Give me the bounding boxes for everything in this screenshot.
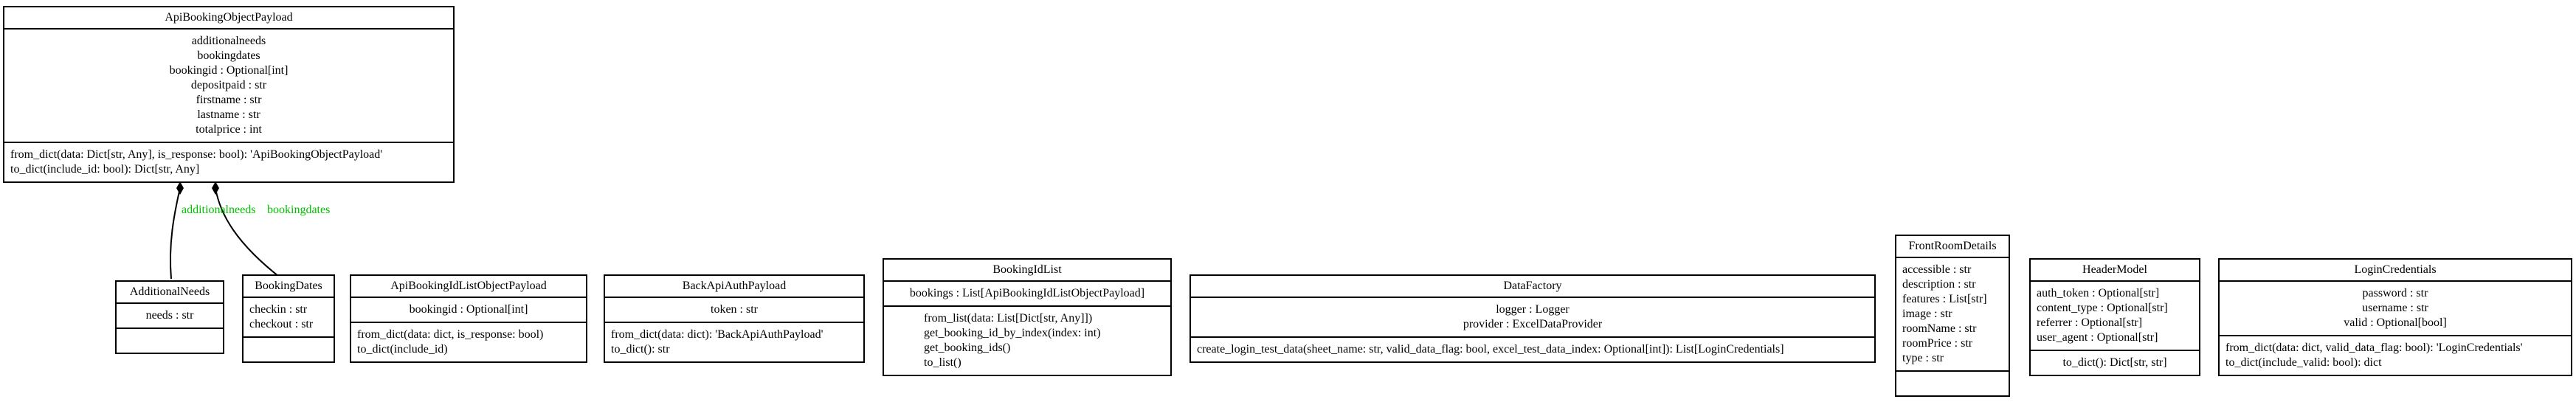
method: to_dict(include_id) (357, 343, 448, 356)
attribute: valid : Optional[bool] (2344, 316, 2447, 329)
class-methods (1896, 372, 2009, 395)
attribute: roomName : str (1902, 322, 1977, 335)
class-name: ApiBookingIdListObjectPayload (351, 276, 586, 298)
edge-label-bookingdates: bookingdates (267, 204, 331, 216)
method: to_list() (924, 356, 961, 369)
class-methods: from_list(data: List[Dict[str, Any]]) ge… (884, 307, 1170, 375)
method: to_dict(include_valid: bool): dict (2225, 356, 2382, 369)
attribute: needs : str (145, 309, 194, 322)
class-attributes: bookingid : Optional[int] (351, 298, 586, 323)
class-methods: to_dict(): Dict[str, str] (2031, 351, 2199, 375)
class-attributes: accessible : str description : str featu… (1896, 258, 2009, 372)
attribute: bookings : List[ApiBookingIdListObjectPa… (909, 287, 1145, 299)
composition-diamond-bookingdates (212, 181, 219, 195)
attribute: roomPrice : str (1902, 337, 1973, 350)
class-name: DataFactory (1191, 276, 1874, 298)
composition-line-bookingdates (215, 187, 283, 280)
class-name: BackApiAuthPayload (605, 276, 863, 298)
attribute: type : str (1902, 352, 1944, 364)
class-name: BookingIdList (884, 260, 1170, 282)
class-attributes: needs : str (117, 304, 223, 329)
attribute: auth_token : Optional[str] (2037, 287, 2160, 299)
class-methods: from_dict(data: Dict[str, Any], is_respo… (4, 143, 453, 181)
class-datafactory[interactable]: DataFactory logger : Logger provider : E… (1189, 274, 1876, 363)
attribute: checkin : str (249, 303, 308, 316)
attribute: referrer : Optional[str] (2037, 316, 2143, 329)
class-name: AdditionalNeeds (117, 282, 223, 304)
class-name: BookingDates (244, 276, 334, 298)
method: to_dict(): Dict[str, str] (2062, 356, 2167, 369)
attribute: firstname : str (196, 94, 262, 106)
method: from_dict(data: dict, valid_data_flag: b… (2225, 342, 2523, 354)
method: to_dict(): str (611, 343, 670, 356)
class-attributes: password : str username : str valid : Op… (2220, 282, 2571, 336)
class-attributes: auth_token : Optional[str] content_type … (2031, 282, 2199, 351)
method: create_login_test_data(sheet_name: str, … (1197, 343, 1784, 356)
attribute: logger : Logger (1496, 303, 1570, 316)
method: from_list(data: List[Dict[str, Any]]) (924, 312, 1093, 325)
class-name: ApiBookingObjectPayload (4, 7, 453, 30)
attribute: checkout : str (249, 318, 314, 330)
attribute: totalprice : int (196, 123, 262, 136)
class-apibookingidlistobjectpayload[interactable]: ApiBookingIdListObjectPayload bookingid … (350, 274, 587, 363)
class-methods: from_dict(data: dict, valid_data_flag: b… (2220, 336, 2571, 375)
attribute: provider : ExcelDataProvider (1463, 318, 1603, 330)
class-attributes: token : str (605, 298, 863, 323)
attribute: content_type : Optional[str] (2037, 302, 2168, 314)
method: to_dict(include_id: bool): Dict[str, Any… (10, 163, 200, 176)
attribute: additionalneeds (191, 35, 266, 47)
class-frontroomdetails[interactable]: FrontRoomDetails accessible : str descri… (1895, 235, 2010, 397)
class-methods: create_login_test_data(sheet_name: str, … (1191, 338, 1874, 361)
class-name: LoginCredentials (2220, 260, 2571, 282)
class-attributes: additionalneeds bookingdates bookingid :… (4, 30, 453, 143)
class-methods: from_dict(data: dict, is_response: bool)… (351, 323, 586, 361)
attribute: user_agent : Optional[str] (2037, 331, 2158, 344)
class-methods (244, 338, 334, 361)
class-bookingidlist[interactable]: BookingIdList bookings : List[ApiBooking… (883, 258, 1172, 376)
attribute: description : str (1902, 278, 1976, 291)
attribute: password : str (2362, 287, 2428, 299)
class-headermodel[interactable]: HeaderModel auth_token : Optional[str] c… (2029, 258, 2200, 376)
class-apibookingobjectpayload[interactable]: ApiBookingObjectPayload additionalneeds … (3, 6, 455, 183)
attribute: bookingid : Optional[int] (169, 64, 289, 77)
method: from_dict(data: dict): 'BackApiAuthPaylo… (611, 328, 823, 341)
attribute: accessible : str (1902, 263, 1972, 276)
edge-label-additionalneeds: additionalneeds (182, 204, 256, 216)
method: from_dict(data: Dict[str, Any], is_respo… (10, 148, 383, 161)
class-additionalneeds[interactable]: AdditionalNeeds needs : str (115, 280, 224, 354)
attribute: features : List[str] (1902, 293, 1987, 305)
composition-line-additionalneeds (169, 187, 181, 280)
class-attributes: checkin : str checkout : str (244, 298, 334, 338)
class-attributes: logger : Logger provider : ExcelDataProv… (1191, 298, 1874, 338)
method: get_booking_id_by_index(index: int) (924, 327, 1101, 339)
class-methods: from_dict(data: dict): 'BackApiAuthPaylo… (605, 323, 863, 361)
attribute: token : str (711, 303, 758, 316)
attribute: depositpaid : str (190, 79, 267, 91)
composition-diamond-additionalneeds (176, 181, 184, 195)
attribute: image : str (1902, 308, 1952, 320)
class-bookingdates[interactable]: BookingDates checkin : str checkout : st… (242, 274, 335, 363)
attribute: bookingid : Optional[int] (409, 303, 528, 316)
class-logincredentials[interactable]: LoginCredentials password : str username… (2218, 258, 2572, 376)
class-methods (117, 329, 223, 353)
class-attributes: bookings : List[ApiBookingIdListObjectPa… (884, 282, 1170, 307)
attribute: bookingdates (197, 49, 260, 62)
class-backapiauthpayload[interactable]: BackApiAuthPayload token : str from_dict… (604, 274, 865, 363)
class-name: HeaderModel (2031, 260, 2199, 282)
attribute: username : str (2362, 302, 2428, 314)
method: get_booking_ids() (924, 342, 1011, 354)
attribute: lastname : str (197, 108, 260, 121)
method: from_dict(data: dict, is_response: bool) (357, 328, 544, 341)
class-name: FrontRoomDetails (1896, 236, 2009, 258)
